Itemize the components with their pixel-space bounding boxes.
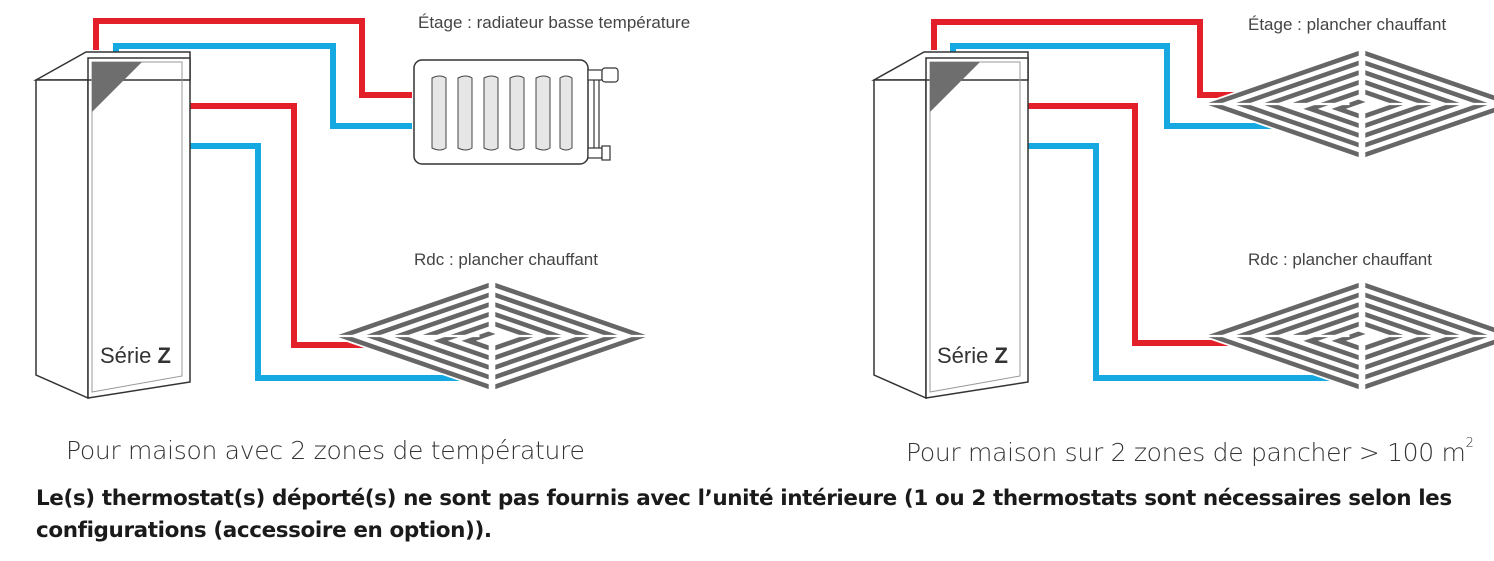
- right-panel: Série Z Étage : plancher chauffant Rdc :…: [871, 15, 1494, 400]
- right-lower-zone-label: Rdc : plancher chauffant: [1248, 250, 1432, 269]
- left-upper-return-pipe: [113, 43, 412, 129]
- left-lower-supply-pipe: [190, 103, 398, 348]
- right-caption: Pour maison sur 2 zones de pancher > 100…: [906, 436, 1474, 467]
- right-upper-return-pipe: [950, 43, 1310, 129]
- right-indoor-unit: [871, 51, 1029, 400]
- heating-diagram: Série Z Étage : radiateur basse tempé: [33, 13, 1494, 400]
- left-upper-supply-pipe: [93, 18, 412, 98]
- right-unit-series-label: Série Z: [937, 343, 1008, 368]
- left-upper-zone-label: Étage : radiateur basse température: [418, 13, 690, 32]
- right-lower-return-pipe: [1028, 143, 1360, 381]
- left-radiator: [413, 59, 619, 165]
- left-panel: Série Z Étage : radiateur basse tempé: [33, 13, 690, 400]
- right-lower-supply-pipe: [1028, 103, 1262, 346]
- right-upper-floor-heating: [1200, 48, 1494, 160]
- left-caption: Pour maison avec 2 zones de température: [66, 436, 585, 465]
- right-unit-logo-triangle: [930, 62, 980, 112]
- left-lower-zone-label: Rdc : plancher chauffant: [414, 250, 598, 269]
- right-upper-supply-pipe: [931, 19, 1260, 98]
- thermostat-note: Le(s) thermostat(s) déporté(s) ne sont p…: [36, 486, 1452, 543]
- left-unit-logo-triangle: [92, 62, 142, 112]
- left-unit-series-label: Série Z: [100, 343, 171, 368]
- left-lower-return-pipe: [190, 143, 460, 381]
- right-upper-zone-label: Étage : plancher chauffant: [1248, 15, 1446, 34]
- left-indoor-unit: [33, 51, 191, 400]
